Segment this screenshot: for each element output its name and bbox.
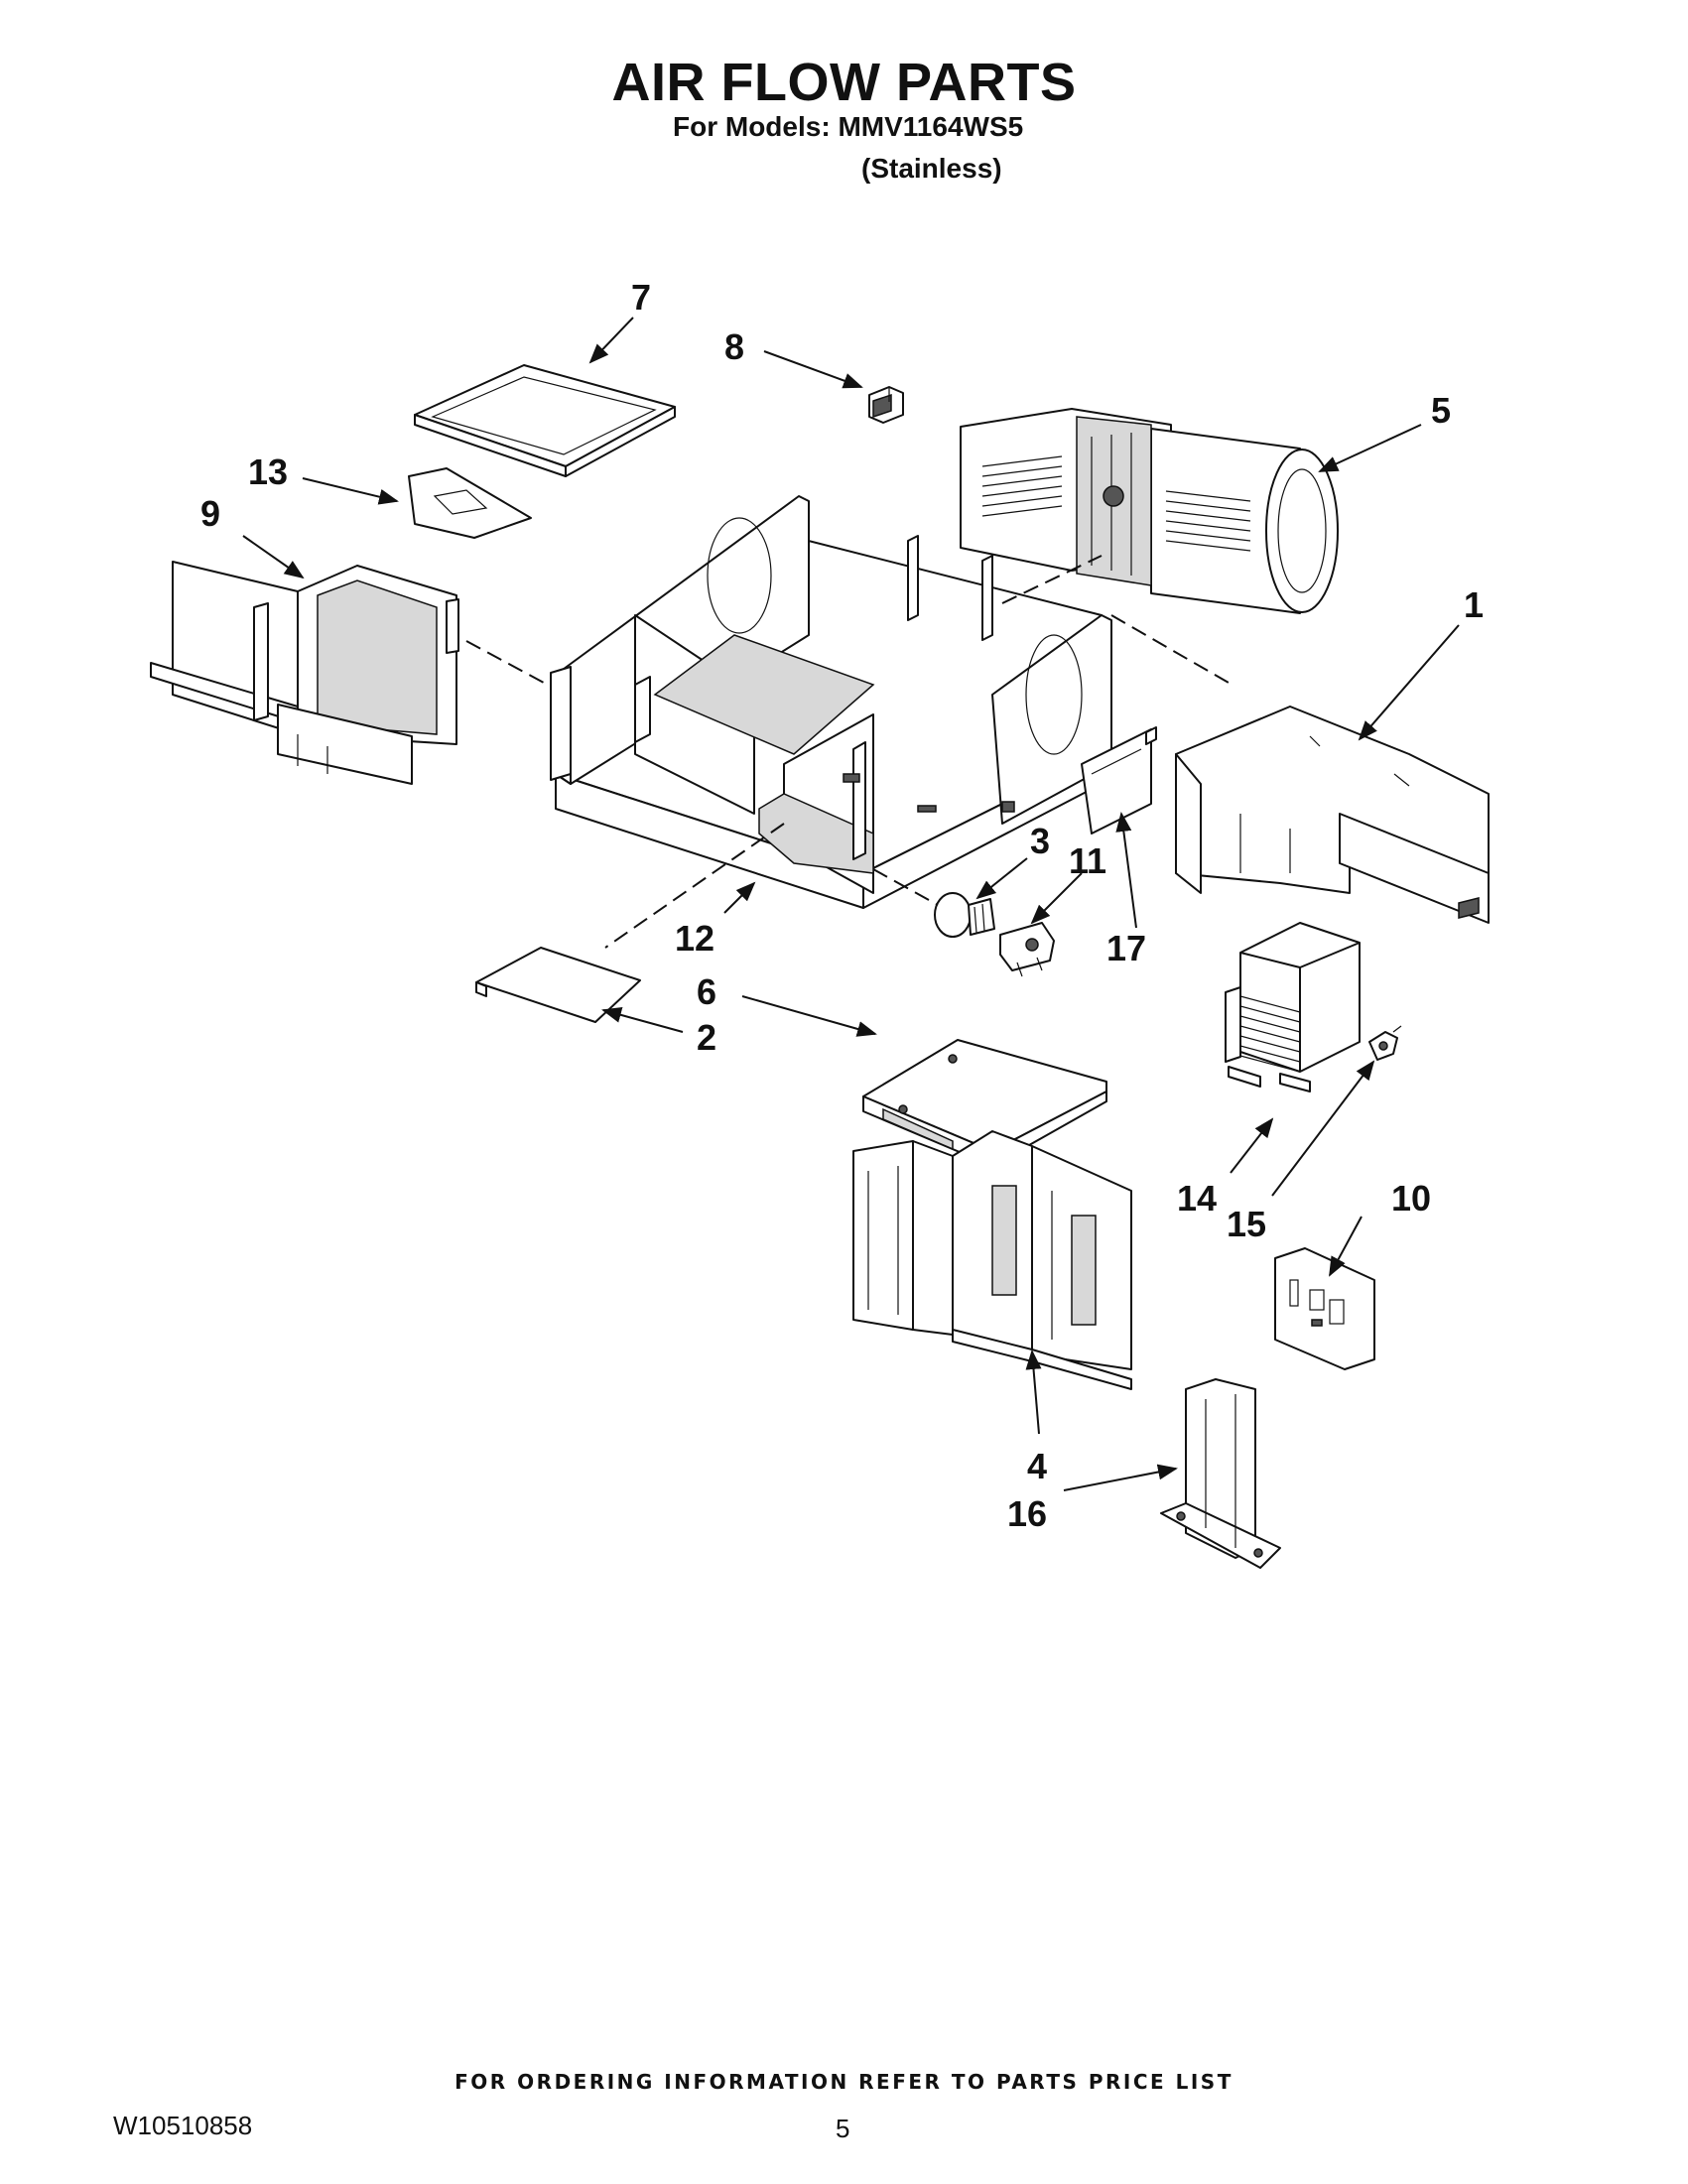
callout-16: 16 (1007, 1493, 1047, 1534)
part-5-blower-motor (960, 408, 1339, 614)
callout-14: 14 (1177, 1178, 1217, 1219)
callout-17: 17 (1106, 928, 1146, 968)
part-4-airflow-panel (852, 1130, 1132, 1390)
main-chassis (550, 495, 1112, 909)
part-16-vent-cover (1160, 1378, 1281, 1569)
callout-10: 10 (1391, 1178, 1431, 1219)
callout-leaders (242, 317, 1460, 1491)
part-14-transformer (1225, 922, 1361, 1092)
callout-1: 1 (1464, 584, 1484, 625)
part-13-plate (408, 467, 532, 539)
callout-15: 15 (1227, 1204, 1266, 1244)
part-8-clip (868, 386, 904, 424)
finish-line: (Stainless) (861, 153, 1002, 184)
callout-6: 6 (697, 971, 716, 1012)
part-2-cover-plate (475, 947, 641, 1023)
callout-9: 9 (200, 493, 220, 534)
callout-12: 12 (675, 918, 714, 959)
page-title: AIR FLOW PARTS (611, 53, 1077, 112)
part-7-filter (414, 364, 676, 477)
callout-11: 11 (1069, 840, 1106, 881)
callout-numbers: 7 8 5 13 9 1 3 11 12 17 6 2 14 15 10 4 1… (200, 277, 1484, 1534)
part-17-cover-plate (1081, 726, 1157, 835)
callout-13: 13 (248, 451, 288, 492)
callout-7: 7 (631, 277, 651, 318)
part-10-control-card (1274, 1247, 1375, 1370)
callout-2: 2 (697, 1017, 716, 1058)
part-3-lamp-bulb (934, 892, 995, 938)
callout-5: 5 (1431, 390, 1451, 431)
page-number: 5 (836, 2114, 850, 2143)
assembly-dashed-lines (465, 555, 1230, 949)
part-1-duct-housing (1175, 706, 1490, 924)
part-15-thermal-cutout (1368, 1025, 1402, 1061)
models-line: For Models: MMV1164WS5 (673, 111, 1024, 142)
callout-8: 8 (724, 326, 744, 367)
part-11-lamp-socket (999, 922, 1055, 977)
callout-4: 4 (1027, 1446, 1047, 1486)
document-number: W10510858 (113, 2111, 253, 2140)
callout-3: 3 (1030, 821, 1050, 861)
ordering-note: FOR ORDERING INFORMATION REFER TO PARTS … (454, 2070, 1234, 2094)
part-9-air-guide (150, 561, 459, 785)
